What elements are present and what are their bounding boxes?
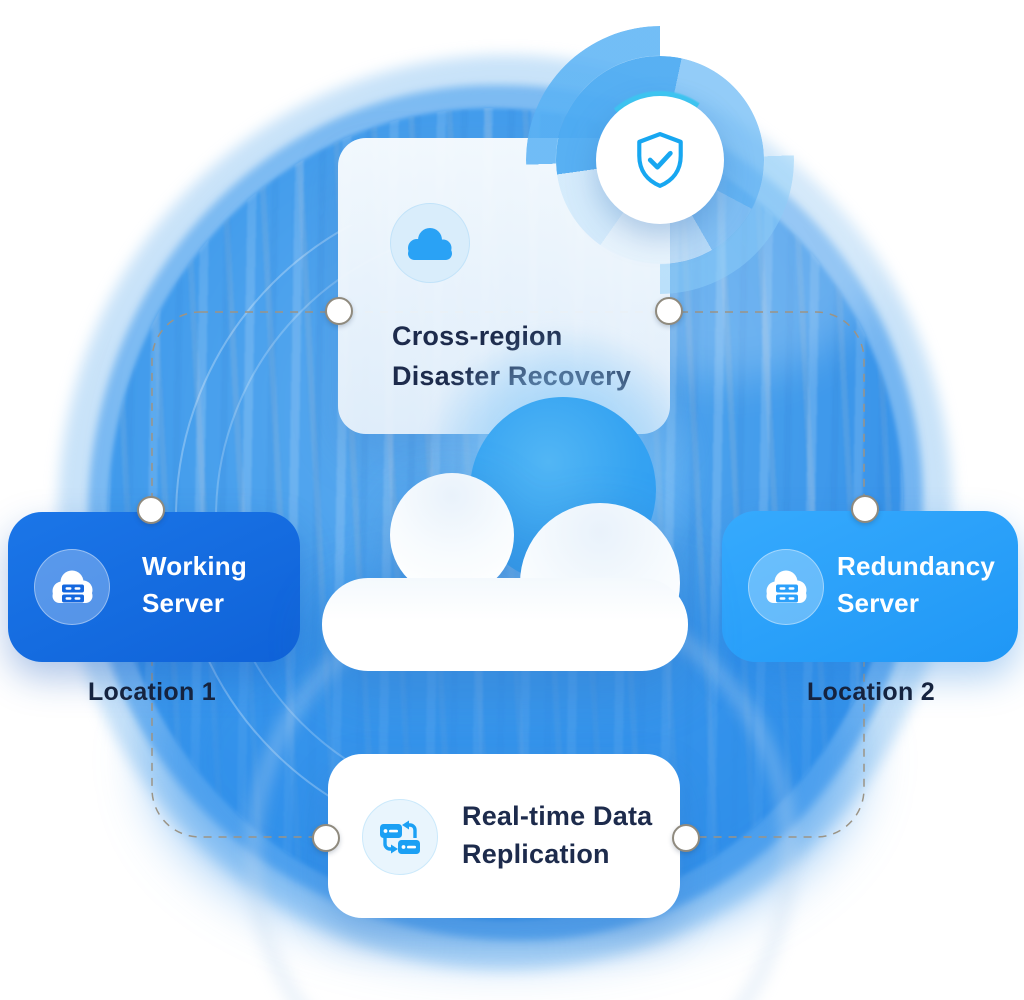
connector-node xyxy=(655,297,683,325)
location-1-label: Location 1 xyxy=(87,678,216,706)
connector-node xyxy=(325,297,353,325)
data-replication-icon xyxy=(362,799,438,875)
location-2-label: Location 2 xyxy=(806,678,935,706)
card-redundancy-server: Redundancy Server xyxy=(722,511,1018,662)
card-title: Working Server xyxy=(142,548,247,622)
shield-check-icon xyxy=(596,96,724,224)
cloud-icon xyxy=(390,203,470,283)
cloud-server-icon xyxy=(748,549,824,625)
connector-node xyxy=(851,495,879,523)
connector-node xyxy=(312,824,340,852)
card-title-line1: Real-time Data xyxy=(462,801,653,831)
connector-node xyxy=(137,496,165,524)
card-real-time-data-replication: Real-time Data Replication xyxy=(328,754,680,918)
card-title-line2: Replication xyxy=(462,839,610,869)
card-title-line1: Redundancy xyxy=(837,551,996,581)
card-title-line2: Server xyxy=(837,588,920,618)
cloud-server-icon xyxy=(34,549,110,625)
big-cloud-icon xyxy=(320,468,690,673)
card-title: Redundancy Server xyxy=(837,548,995,622)
card-title: Real-time Data Replication xyxy=(462,797,652,873)
card-title-line1: Working xyxy=(142,551,247,581)
card-title-line2: Server xyxy=(142,588,225,618)
connector-node xyxy=(672,824,700,852)
card-working-server: Working Server xyxy=(8,512,300,662)
